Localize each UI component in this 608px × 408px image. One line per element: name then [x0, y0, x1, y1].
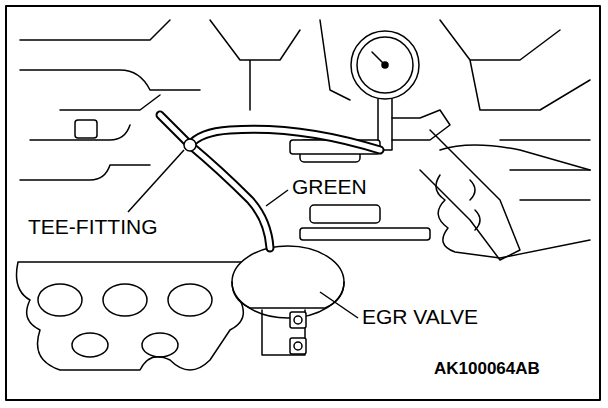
- hose-color-label: GREEN: [290, 175, 369, 198]
- part-label: EGR VALVE: [360, 305, 480, 328]
- figure-code: AK100064AB: [432, 360, 542, 379]
- part-label: TEE-FITTING: [26, 215, 160, 238]
- label-holder: EGR VALVE: [360, 305, 480, 328]
- label-holder: AK100064AB: [432, 360, 542, 379]
- label-holder: GREEN: [290, 175, 369, 198]
- label-holder: TEE-FITTING: [26, 215, 160, 238]
